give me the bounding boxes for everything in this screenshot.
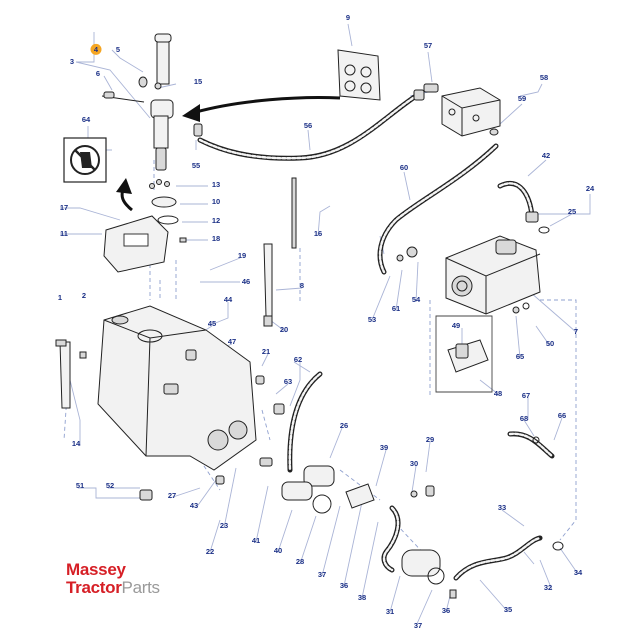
part-callout-31: 31 xyxy=(386,607,394,616)
part-callout-44: 44 xyxy=(224,295,233,304)
part-callout-48: 48 xyxy=(494,389,502,398)
part-callout-42: 42 xyxy=(542,151,550,160)
direction-arrows xyxy=(116,96,341,212)
part-callout-20: 20 xyxy=(280,325,288,334)
part-callout-27: 27 xyxy=(168,491,176,500)
part-callout-49: 49 xyxy=(452,321,460,330)
part-callout-2: 2 xyxy=(82,291,86,300)
warning-symbol-box xyxy=(63,137,107,183)
part-callout-23: 23 xyxy=(220,521,228,530)
hydraulic-pump xyxy=(396,235,541,315)
part-callout-5: 5 xyxy=(116,45,120,54)
part-callout-58: 58 xyxy=(540,73,548,82)
logo-line-massey: Massey xyxy=(66,560,126,579)
part-callout-43: 43 xyxy=(190,501,198,510)
part-callout-68: 68 xyxy=(520,414,528,423)
part-callout-33: 33 xyxy=(498,503,506,512)
part-callout-3: 3 xyxy=(70,57,74,66)
part-callout-66: 66 xyxy=(558,411,566,420)
part-callout-25: 25 xyxy=(568,207,576,216)
part-callout-7: 7 xyxy=(574,327,578,336)
part-callout-52: 52 xyxy=(106,481,114,490)
part-callout-28: 28 xyxy=(296,557,304,566)
part-callout-37: 37 xyxy=(318,570,326,579)
part-callout-39: 39 xyxy=(380,443,388,452)
part-callout-50: 50 xyxy=(546,339,554,348)
part-callout-65: 65 xyxy=(516,352,524,361)
hose-56 xyxy=(197,89,425,161)
part-callout-36: 36 xyxy=(442,606,450,615)
part-callout-38: 38 xyxy=(358,593,366,602)
part-callout-41: 41 xyxy=(252,536,260,545)
part-callout-34: 34 xyxy=(574,568,583,577)
part-callout-14: 14 xyxy=(72,439,81,448)
filler-dipstick-assembly xyxy=(101,33,203,243)
control-valve xyxy=(435,315,493,393)
logo-word-tractor: Tractor xyxy=(66,578,122,597)
part-callout-17: 17 xyxy=(60,203,68,212)
logo-line-tractorparts: TractorParts xyxy=(66,578,160,598)
rod-8 xyxy=(263,177,297,327)
part-callout-45: 45 xyxy=(208,319,216,328)
part-callout-6: 6 xyxy=(96,69,100,78)
hydraulic-tank xyxy=(97,305,257,471)
part-callout-63: 63 xyxy=(284,377,292,386)
part-callout-26: 26 xyxy=(340,421,348,430)
part-callout-62: 62 xyxy=(294,355,302,364)
part-callout-22: 22 xyxy=(206,547,214,556)
part-callout-30: 30 xyxy=(410,459,418,468)
part-callout-46: 46 xyxy=(242,277,250,286)
part-callout-8: 8 xyxy=(300,281,304,290)
part-callout-1: 1 xyxy=(58,293,62,302)
decal-plate xyxy=(337,49,381,101)
tank-cover xyxy=(103,215,169,273)
lower-pipes xyxy=(139,371,564,599)
part-callout-16: 16 xyxy=(314,229,322,238)
part-callout-40: 40 xyxy=(274,546,282,555)
leader-lines xyxy=(60,23,591,627)
part-callout-4: 4 xyxy=(94,45,99,54)
part-callout-56: 56 xyxy=(304,121,312,130)
part-callout-55: 55 xyxy=(192,161,200,170)
part-callout-32: 32 xyxy=(544,583,552,592)
part-callout-21: 21 xyxy=(262,347,270,356)
massey-tractor-parts-logo: Massey TractorParts xyxy=(66,560,216,600)
part-callout-59: 59 xyxy=(518,94,526,103)
part-callout-10: 10 xyxy=(212,197,220,206)
part-callout-9: 9 xyxy=(346,13,350,22)
valve-block xyxy=(423,83,501,137)
part-callout-18: 18 xyxy=(212,234,220,243)
part-callout-51: 51 xyxy=(76,481,84,490)
part-callout-24: 24 xyxy=(586,184,595,193)
part-callout-61: 61 xyxy=(392,304,400,313)
part-callout-13: 13 xyxy=(212,180,220,189)
bracket-14 xyxy=(55,339,87,409)
part-callout-35: 35 xyxy=(504,605,512,614)
part-callout-15: 15 xyxy=(194,77,202,86)
part-callout-29: 29 xyxy=(426,435,434,444)
part-callout-53: 53 xyxy=(368,315,376,324)
part-callout-12: 12 xyxy=(212,216,220,225)
part-callout-37: 37 xyxy=(414,621,422,630)
part-callout-60: 60 xyxy=(400,163,408,172)
part-callout-54: 54 xyxy=(412,295,421,304)
part-callout-57: 57 xyxy=(424,41,432,50)
part-callout-67: 67 xyxy=(522,391,530,400)
part-callout-36: 36 xyxy=(340,581,348,590)
hose-60 xyxy=(377,143,499,275)
logo-word-parts: Parts xyxy=(121,578,160,597)
hose-66 xyxy=(507,431,555,459)
part-callout-47: 47 xyxy=(228,337,236,346)
part-callout-64: 64 xyxy=(82,115,91,124)
part-callout-19: 19 xyxy=(238,251,246,260)
part-callout-11: 11 xyxy=(60,229,68,238)
callout-highlight-marker xyxy=(90,43,102,55)
hose-42 xyxy=(497,180,550,234)
